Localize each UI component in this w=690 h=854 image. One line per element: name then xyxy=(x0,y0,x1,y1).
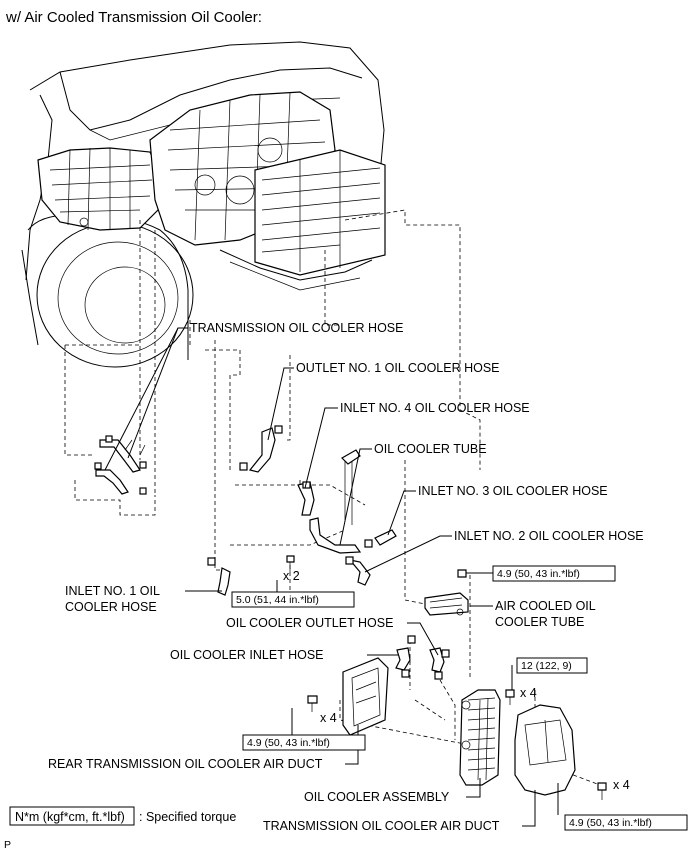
label-oil-cooler-tube: OIL COOLER TUBE xyxy=(374,442,487,456)
torque-inlet1: 5.0 (51, 44 in.*lbf) xyxy=(236,594,319,606)
label-inlet-no2-hose: INLET NO. 2 OIL COOLER HOSE xyxy=(454,529,644,543)
hose-clip xyxy=(274,425,283,434)
label-oil-cooler-inlet-hose: OIL COOLER INLET HOSE xyxy=(170,648,324,662)
torque-box-inlet1 xyxy=(231,591,355,608)
hose-clip xyxy=(441,649,450,658)
hose-clip xyxy=(239,462,248,471)
label-air-duct: TRANSMISSION OIL COOLER AIR DUCT xyxy=(263,819,500,833)
corner-code: P xyxy=(4,839,11,851)
label-inlet-no4-hose: INLET NO. 4 OIL COOLER HOSE xyxy=(340,401,530,415)
torque-box-duct xyxy=(564,814,688,831)
leader-lines xyxy=(104,327,559,827)
torque-duct: 4.9 (50, 43 in.*lbf) xyxy=(569,817,652,829)
hose-clip xyxy=(364,539,373,548)
torque-air-cooled: 4.9 (50, 43 in.*lbf) xyxy=(497,568,580,580)
torque-box-assembly xyxy=(516,657,588,674)
hose-clip xyxy=(105,435,113,443)
label-outlet-no1-hose: OUTLET NO. 1 OIL COOLER HOSE xyxy=(296,361,500,375)
hose-clip xyxy=(139,461,147,469)
legend-box xyxy=(9,806,135,826)
count-x4-rear: x 4 xyxy=(320,711,337,725)
hose-clip xyxy=(434,671,443,680)
label-oil-cooler-assembly: OIL COOLER ASSEMBLY xyxy=(304,790,450,804)
torque-specs: x 2 5.0 (51, 44 in.*lbf) 4.9 (50, 43 in.… xyxy=(231,565,688,831)
count-x4-duct: x 4 xyxy=(613,778,630,792)
hose-clip xyxy=(345,556,354,565)
label-air-cooled-tube-line2: COOLER TUBE xyxy=(495,615,584,629)
torque-rear-duct: 4.9 (50, 43 in.*lbf) xyxy=(247,737,330,749)
hose-clip xyxy=(207,557,216,566)
hose-clip xyxy=(94,462,102,470)
label-transmission-oil-cooler-hose: TRANSMISSION OIL COOLER HOSE xyxy=(190,321,403,335)
label-oil-cooler-outlet-hose: OIL COOLER OUTLET HOSE xyxy=(226,616,393,630)
callout-labels: TRANSMISSION OIL COOLER HOSE OUTLET NO. … xyxy=(48,321,644,833)
engine-bay-illustration xyxy=(21,41,386,368)
label-inlet-no1-hose-line1: INLET NO. 1 OIL xyxy=(65,584,160,598)
hose-clip xyxy=(401,669,410,678)
label-inlet-no1-hose-line2: COOLER HOSE xyxy=(65,600,157,614)
diagram-title: w/ Air Cooled Transmission Oil Cooler: xyxy=(5,9,262,26)
assembly-dashed-lines xyxy=(64,209,601,786)
label-inlet-no3-hose: INLET NO. 3 OIL COOLER HOSE xyxy=(418,484,608,498)
torque-assembly: 12 (122, 9) xyxy=(521,660,572,672)
count-x2: x 2 xyxy=(283,569,300,583)
torque-box-rear-duct xyxy=(242,734,366,751)
count-x4-assembly: x 4 xyxy=(520,686,537,700)
legend-text: : Specified torque xyxy=(139,810,236,824)
label-rear-air-duct: REAR TRANSMISSION OIL COOLER AIR DUCT xyxy=(48,757,323,771)
legend-box-text: N*m (kgf*cm, ft.*lbf) xyxy=(15,810,125,824)
label-air-cooled-tube-line1: AIR COOLED OIL xyxy=(495,599,596,613)
hose-clip xyxy=(139,487,147,495)
parts xyxy=(94,425,607,800)
torque-box-air-cooled xyxy=(492,565,616,582)
hose-clip xyxy=(407,635,416,644)
torque-legend: N*m (kgf*cm, ft.*lbf) : Specified torque xyxy=(9,806,236,826)
